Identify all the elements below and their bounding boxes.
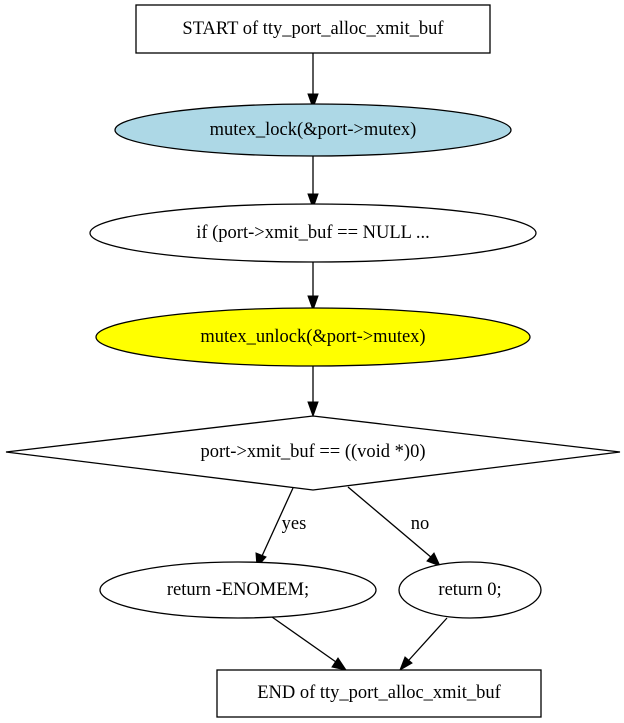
edge-if-to-unlock: [307, 262, 319, 312]
node-return-zero: return 0;: [398, 561, 542, 619]
node-decision-label: port->xmit_buf == ((void *)0): [201, 442, 426, 462]
node-end-label: END of tty_port_alloc_xmit_buf: [257, 683, 501, 703]
edge-label-yes: yes: [282, 514, 307, 534]
node-return-zero-label: return 0;: [438, 580, 501, 600]
edge-start-to-lock: [307, 53, 319, 110]
node-if-check: if (port->xmit_buf == NULL ...: [89, 203, 537, 263]
edge-return-zero-to-end: [399, 617, 448, 672]
node-start: START of tty_port_alloc_xmit_buf: [135, 4, 491, 54]
edge-decision-to-return-zero: [347, 486, 441, 567]
node-return-enomem: return -ENOMEM;: [99, 561, 377, 619]
edge-return-enomem-to-end: [271, 616, 348, 671]
node-mutex-unlock-label: mutex_unlock(&port->mutex): [200, 327, 425, 347]
node-end: END of tty_port_alloc_xmit_buf: [216, 669, 542, 718]
node-return-enomem-label: return -ENOMEM;: [167, 580, 309, 600]
node-start-label: START of tty_port_alloc_xmit_buf: [182, 19, 444, 39]
node-mutex-lock: mutex_lock(&port->mutex): [114, 103, 512, 157]
node-decision: port->xmit_buf == ((void *)0): [5, 415, 621, 491]
edge-lock-to-if: [307, 155, 319, 210]
node-mutex-unlock: mutex_unlock(&port->mutex): [95, 307, 531, 367]
edge-label-no: no: [411, 514, 430, 534]
node-mutex-lock-label: mutex_lock(&port->mutex): [210, 120, 417, 140]
edge-unlock-to-decision: [307, 366, 319, 418]
node-if-check-label: if (port->xmit_buf == NULL ...: [196, 223, 430, 243]
